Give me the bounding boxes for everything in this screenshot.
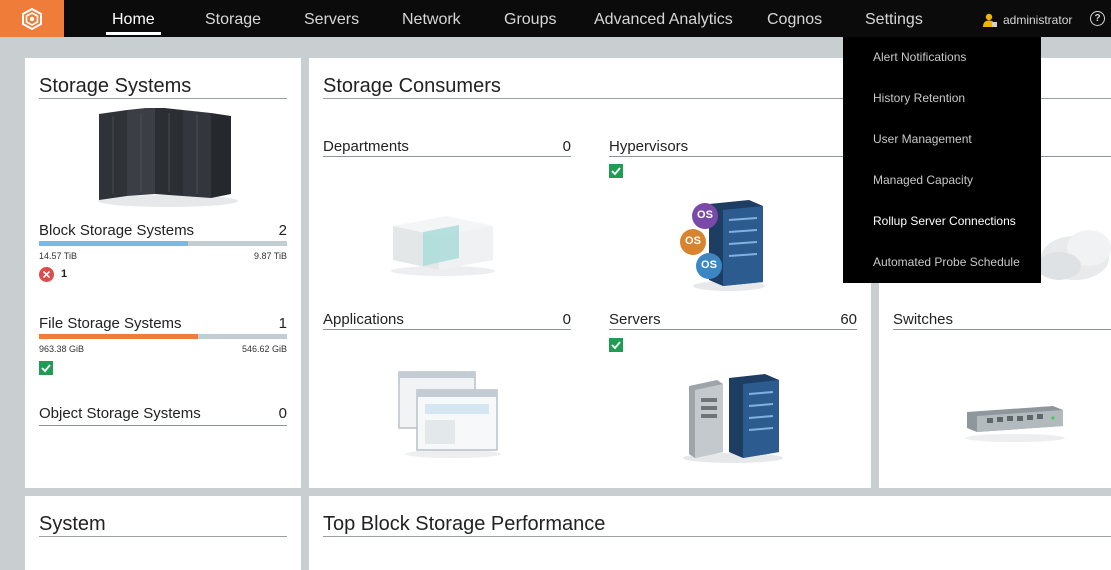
departments-count: 0 [562,138,571,155]
switch-icon[interactable] [963,398,1067,444]
file-ok-check-icon[interactable] [39,361,53,375]
help-icon[interactable]: ? [1090,11,1105,26]
file-capacity-bar [39,334,287,339]
servers-label[interactable]: Servers [609,311,661,328]
settings-dropdown-menu: Alert Notifications History Retention Us… [843,37,1041,283]
storage-consumers-panel: Storage Consumers Departments 0 Hypervis… [309,58,871,488]
storage-rack-icon[interactable] [93,108,243,208]
block-free-capacity: 9.87 TiB [253,251,287,261]
top-block-performance-panel: Top Block Storage Performance [309,496,1111,570]
nav-settings[interactable]: Settings [865,11,923,28]
nav-network[interactable]: Network [402,11,461,28]
nav-groups[interactable]: Groups [504,11,557,28]
file-storage-count: 1 [278,315,287,332]
file-storage-label[interactable]: File Storage Systems [39,315,182,332]
title-divider [39,98,287,99]
departments-divider [323,156,571,157]
nav-advanced-analytics[interactable]: Advanced Analytics [594,11,733,28]
user-name: administrator [1003,13,1073,27]
block-capacity-fill [39,241,188,246]
file-used-capacity: 963.38 GiB [39,344,85,354]
top-nav-bar: Home Storage Servers Network Groups Adva… [0,0,1111,37]
block-capacity-bar [39,241,287,246]
menu-item-alert-notifications[interactable]: Alert Notifications [873,50,967,64]
title-divider [323,536,1111,537]
departments-icon[interactable] [387,208,499,278]
logo-icon [22,8,42,30]
title-divider [323,98,871,99]
menu-item-managed-capacity[interactable]: Managed Capacity [873,173,974,187]
hypervisor-server-graphic [680,200,765,291]
storage-consumers-title: Storage Consumers [323,75,501,97]
switches-label[interactable]: Switches [893,311,954,328]
nav-cognos[interactable]: Cognos [767,11,823,28]
system-panel: System [25,496,301,570]
object-storage-label[interactable]: Object Storage Systems [39,405,201,422]
title-divider [39,536,287,537]
cloud-icon[interactable] [1029,218,1111,288]
servers-divider [609,329,857,330]
menu-item-user-management[interactable]: User Management [873,132,972,146]
block-storage-count: 2 [278,222,287,239]
applications-divider [323,329,571,330]
menu-item-history-retention[interactable]: History Retention [873,91,966,105]
hypervisors-divider [609,156,857,157]
applications-count: 0 [562,311,571,328]
applications-label[interactable]: Applications [323,311,404,328]
hypervisors-label[interactable]: Hypervisors [609,138,689,155]
nav-servers[interactable]: Servers [304,11,360,28]
nav-home[interactable]: Home [106,0,161,37]
menu-item-rollup-server-connections[interactable]: Rollup Server Connections [873,214,1016,228]
os-badge-label: OS [701,259,717,271]
applications-icon[interactable] [397,370,503,460]
user-icon [983,13,997,27]
servers-icon[interactable] [677,372,787,464]
file-free-capacity: 546.62 GiB [241,344,287,354]
block-storage-label[interactable]: Block Storage Systems [39,222,195,239]
storage-systems-panel: Storage Systems Block Storage Systems 2 … [25,58,301,488]
menu-item-automated-probe-schedule[interactable]: Automated Probe Schedule [873,255,1020,269]
top-block-performance-title: Top Block Storage Performance [323,513,606,535]
os-badge-label: OS [685,235,701,247]
nav-storage[interactable]: Storage [205,11,262,28]
switches-divider [893,329,1111,330]
error-icon[interactable] [39,267,54,282]
servers-ok-check-icon[interactable] [609,338,623,352]
block-error-count[interactable]: 1 [61,268,68,280]
object-storage-count: 0 [278,405,287,422]
file-capacity-fill [39,334,198,339]
system-title: System [39,513,106,535]
os-badge-label: OS [697,209,713,221]
block-used-capacity: 14.57 TiB [39,251,78,261]
storage-systems-title: Storage Systems [39,75,192,97]
departments-label[interactable]: Departments [323,138,409,155]
servers-count: 60 [840,311,857,328]
hypervisors-ok-check-icon[interactable] [609,164,623,178]
hypervisors-icon[interactable]: OS OS OS [679,198,769,292]
app-logo[interactable] [0,0,64,37]
object-divider [39,425,287,426]
